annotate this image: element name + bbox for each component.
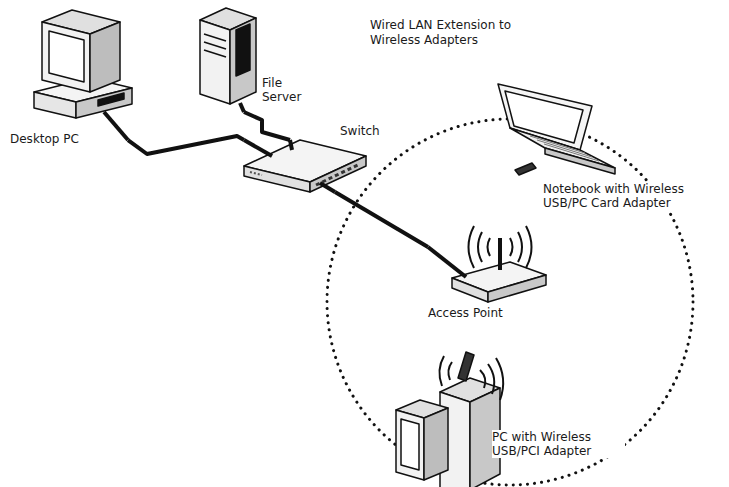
switch-illustration (244, 140, 366, 192)
device-label: File Server (262, 76, 304, 104)
cable-connector (244, 112, 290, 140)
usb-adapter (458, 352, 474, 381)
ap-front (452, 278, 488, 302)
monitor-bezel (396, 410, 424, 480)
diagram-title: Wired LAN Extension to Wireless Adapters (370, 18, 515, 48)
radio-wave (510, 238, 513, 256)
cable-connector (335, 192, 428, 247)
cable-connector (128, 136, 244, 154)
monitor-screen (49, 31, 84, 82)
radio-wave (518, 232, 522, 262)
device-label: PC with Wireless USB/PCI Adapter (492, 430, 625, 458)
device-node: PC with Wireless USB/PCI Adapter (395, 345, 625, 487)
device-node: File Server (196, 6, 304, 112)
tower-side (230, 18, 256, 104)
monitor-side (90, 22, 120, 92)
radio-wave (526, 226, 532, 268)
cable-stub (104, 112, 128, 140)
switch-front (244, 166, 310, 192)
radio-wave (488, 364, 494, 394)
radio-wave (496, 358, 503, 400)
device-node: Desktop PC (8, 8, 128, 150)
device-node: Switch (244, 140, 366, 192)
radio-wave (469, 226, 475, 268)
laptop-screen (505, 91, 583, 143)
cable-stub (428, 247, 466, 277)
drive-bay (204, 42, 226, 49)
drive-bay (204, 34, 226, 41)
drive-bay (204, 50, 226, 57)
file-server-illustration (200, 8, 256, 112)
monitor-screen (401, 419, 419, 470)
desktop-pc-illustration (34, 10, 132, 140)
case-front (34, 92, 76, 118)
keyboard-row (544, 144, 599, 161)
device-label: Notebook with Wireless USB/PC Card Adapt… (543, 182, 710, 210)
wireless-range-circle (327, 119, 693, 485)
drive-slot (98, 93, 124, 106)
ap-antenna (498, 238, 502, 270)
radio-wave (488, 238, 491, 256)
tower-stripe (236, 24, 250, 76)
keyboard-row (537, 140, 592, 157)
cable-stub (320, 183, 335, 192)
cable-stub (290, 140, 292, 150)
cable-stub (244, 140, 272, 156)
radio-wave (448, 362, 452, 380)
laptop-base (510, 128, 615, 168)
cable-stub (240, 103, 244, 112)
device-node: Access Point (428, 222, 548, 322)
device-node: Notebook with Wireless USB/PC Card Adapt… (495, 80, 710, 220)
radio-wave (478, 232, 482, 262)
device-label: Desktop PC (10, 132, 79, 146)
monitor-bezel (42, 22, 90, 92)
radio-wave (480, 370, 485, 388)
radio-wave (439, 356, 444, 386)
keyboard-row (530, 136, 585, 153)
monitor-side (424, 408, 448, 480)
access-point-illustration (428, 226, 546, 302)
switch-side (310, 156, 366, 192)
ap-side (488, 275, 546, 302)
notebook-illustration (498, 84, 615, 175)
switch-ports (316, 164, 360, 185)
switch-leds (250, 172, 262, 175)
device-label: Access Point (428, 306, 503, 320)
usb-adapter (515, 163, 536, 175)
wireless-pc-illustration (396, 352, 503, 487)
tower-front (200, 20, 230, 104)
device-label: Switch (340, 124, 380, 138)
